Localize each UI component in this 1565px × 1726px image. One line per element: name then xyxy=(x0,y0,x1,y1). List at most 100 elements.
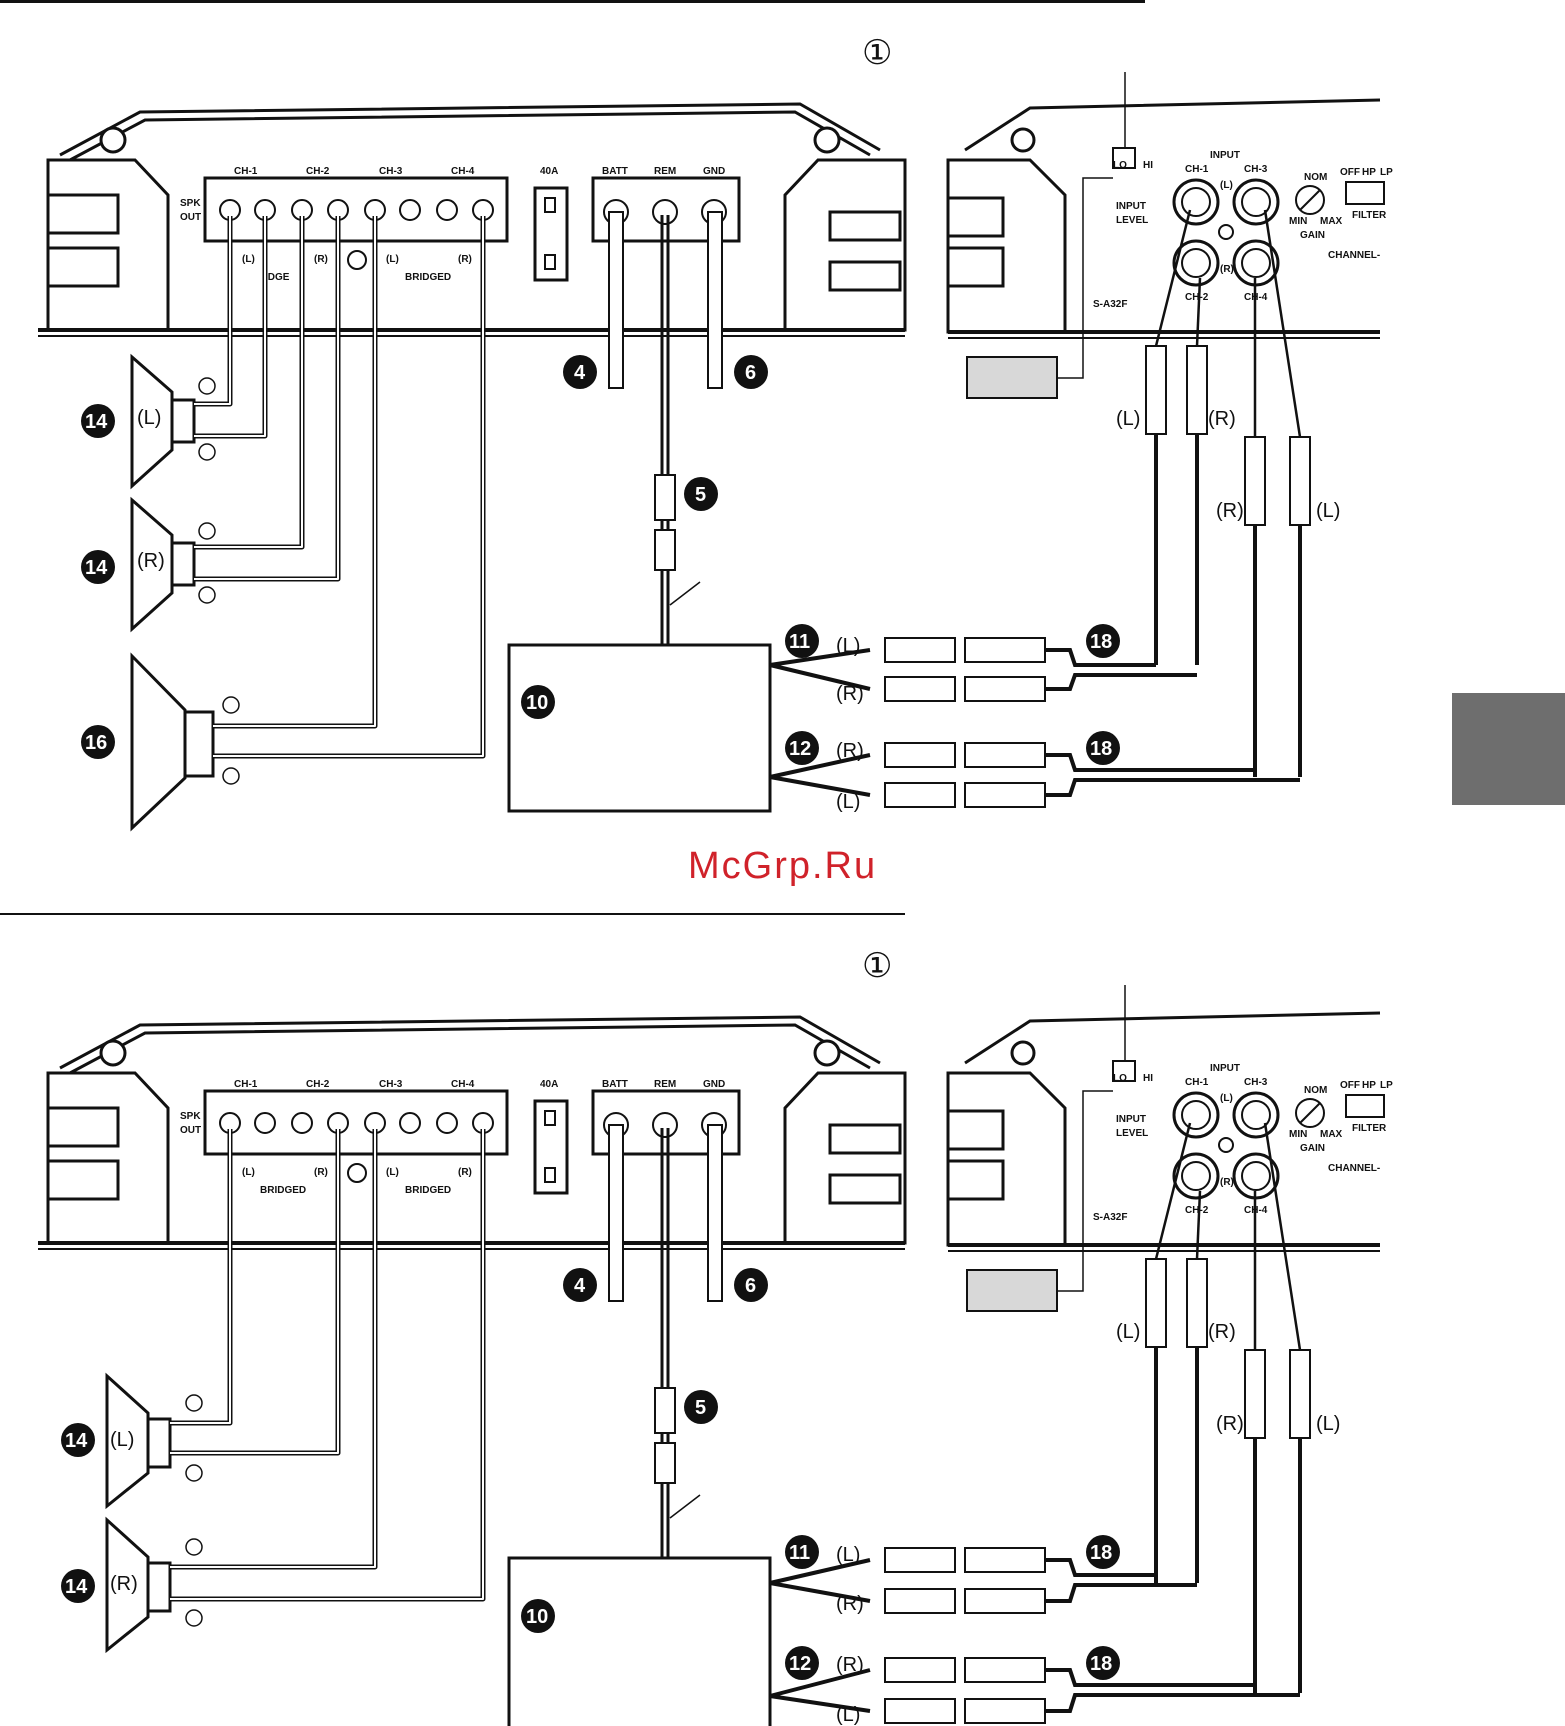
rca-plug xyxy=(1186,1258,1208,1583)
speaker-front-left: (L) xyxy=(105,1372,203,1510)
input-level-switch[interactable] xyxy=(1112,147,1136,169)
svg-text:FILTER: FILTER xyxy=(1352,1123,1387,1134)
svg-text:CH-2: CH-2 xyxy=(1185,1205,1209,1216)
svg-text:HI: HI xyxy=(1143,160,1153,171)
amplifier: SPK OUT CH-1 CH-2 CH-3 CH-4 (L) (R) (L) … xyxy=(38,1015,907,1250)
svg-text:INPUT: INPUT xyxy=(1116,1114,1146,1125)
connector-icon xyxy=(654,1387,676,1434)
callout-18: 18 xyxy=(1086,624,1120,658)
rca-plug xyxy=(1145,345,1167,665)
watermark: McGrp.Ru xyxy=(688,845,877,887)
svg-text:(L): (L) xyxy=(836,635,860,657)
amplifier: SPK OUT CH-1 CH-2 CH-3 CH-4 (L) (R) (L) … xyxy=(38,102,907,337)
head-unit-box xyxy=(507,643,772,813)
svg-text:5: 5 xyxy=(695,1397,706,1419)
svg-text:CH-3: CH-3 xyxy=(1244,164,1268,175)
svg-text:GAIN: GAIN xyxy=(1300,230,1325,241)
lr-label: (R) xyxy=(314,1167,328,1178)
svg-text:6: 6 xyxy=(745,362,756,384)
rca-plug xyxy=(1289,1349,1311,1693)
svg-text:INPUT: INPUT xyxy=(1210,150,1240,161)
rca-harness-front: (L) (R) xyxy=(769,635,1197,705)
svg-text:MAX: MAX xyxy=(1320,1129,1343,1140)
filter-switch[interactable] xyxy=(1345,181,1385,205)
gain-knob[interactable] xyxy=(1295,1098,1325,1128)
svg-text:(R): (R) xyxy=(1216,1413,1244,1435)
svg-text:18: 18 xyxy=(1090,631,1112,653)
speaker-front-left: (L) xyxy=(130,353,216,490)
svg-text:(L): (L) xyxy=(1116,1321,1140,1343)
speaker-front-right: (R) xyxy=(130,496,216,633)
rca-jack-ch4[interactable] xyxy=(1232,239,1280,287)
svg-text:(R): (R) xyxy=(1220,264,1234,275)
ch2-label: CH-2 xyxy=(306,166,330,177)
svg-text:12: 12 xyxy=(789,738,811,760)
rca-harness-rear: (R) (L) xyxy=(769,1654,1300,1726)
svg-text:14: 14 xyxy=(85,411,108,433)
ch1-label: CH-1 xyxy=(234,1079,258,1090)
speaker-front-right: (R) xyxy=(105,1516,203,1654)
figure-bottom: ① SPK xyxy=(38,947,1393,1726)
rca-jack-ch1[interactable] xyxy=(1172,1091,1220,1139)
ch3-label: CH-3 xyxy=(379,166,403,177)
svg-text:4: 4 xyxy=(574,1275,586,1297)
input-level-switch[interactable] xyxy=(1112,1060,1136,1082)
amp-input-panel: LO HI INPUT LEVEL INPUT CH-1 CH-3 (L) (R… xyxy=(946,985,1393,1252)
svg-text:14: 14 xyxy=(85,557,108,579)
svg-text:MAX: MAX xyxy=(1320,216,1343,227)
rca-jack-ch4[interactable] xyxy=(1232,1152,1280,1200)
figure-marker: ① xyxy=(862,947,892,985)
gain-knob[interactable] xyxy=(1295,185,1325,215)
rca-jack-ch1[interactable] xyxy=(1172,178,1220,226)
svg-text:INPUT: INPUT xyxy=(1210,1063,1240,1074)
svg-text:LP: LP xyxy=(1380,167,1393,178)
svg-text:INPUT: INPUT xyxy=(1116,201,1146,212)
callout-11: 11 xyxy=(785,1535,819,1569)
batt-label: BATT xyxy=(602,1079,628,1090)
rem-label: REM xyxy=(654,1079,676,1090)
svg-text:(R): (R) xyxy=(1208,408,1236,430)
svg-text:(L): (L) xyxy=(1316,500,1340,522)
batt-label: BATT xyxy=(602,166,628,177)
remote-device xyxy=(966,356,1058,399)
rca-jack-ch2[interactable] xyxy=(1172,1152,1220,1200)
svg-text:CH-1: CH-1 xyxy=(1185,1077,1209,1088)
svg-text:CH-2: CH-2 xyxy=(1185,292,1209,303)
spk-out-label: SPK xyxy=(180,1111,201,1122)
figure-marker: ① xyxy=(862,34,892,72)
spk-out-label: OUT xyxy=(180,1125,201,1136)
svg-text:(R): (R) xyxy=(1208,1321,1236,1343)
bridged-label: BRIDGED xyxy=(405,272,451,283)
screw-icon xyxy=(813,1039,841,1067)
svg-text:(R): (R) xyxy=(110,1573,138,1595)
svg-text:(R): (R) xyxy=(137,550,165,572)
ch4-label: CH-4 xyxy=(451,1079,475,1090)
callout-18: 18 xyxy=(1086,731,1120,765)
speaker-wires xyxy=(194,216,486,759)
model-label: S-A32F xyxy=(1093,1212,1127,1223)
svg-text:(R): (R) xyxy=(836,740,864,762)
callout-12: 12 xyxy=(785,1646,819,1680)
rca-jack-ch3[interactable] xyxy=(1232,1091,1280,1139)
gnd-label: GND xyxy=(703,1079,725,1090)
ground-screw-icon xyxy=(347,250,367,270)
fuse-label: 40A xyxy=(540,1079,558,1090)
callout-5: 5 xyxy=(684,1390,718,1424)
svg-text:CH-1: CH-1 xyxy=(1185,164,1209,175)
svg-text:LO: LO xyxy=(1113,160,1127,171)
rca-jack-ch2[interactable] xyxy=(1172,239,1220,287)
filter-switch[interactable] xyxy=(1345,1094,1385,1118)
rca-plug xyxy=(1289,436,1311,777)
callout-6: 6 xyxy=(734,355,768,389)
svg-text:18: 18 xyxy=(1090,1542,1112,1564)
svg-text:(L): (L) xyxy=(1316,1413,1340,1435)
callout-12: 12 xyxy=(785,731,819,765)
svg-text:OFF: OFF xyxy=(1340,1080,1360,1091)
svg-text:(L): (L) xyxy=(110,1429,134,1451)
spk-out-label: SPK xyxy=(180,198,201,209)
svg-text:OFF: OFF xyxy=(1340,167,1360,178)
svg-text:LEVEL: LEVEL xyxy=(1116,215,1148,226)
rca-jack-ch3[interactable] xyxy=(1232,178,1280,226)
ch2-label: CH-2 xyxy=(306,1079,330,1090)
